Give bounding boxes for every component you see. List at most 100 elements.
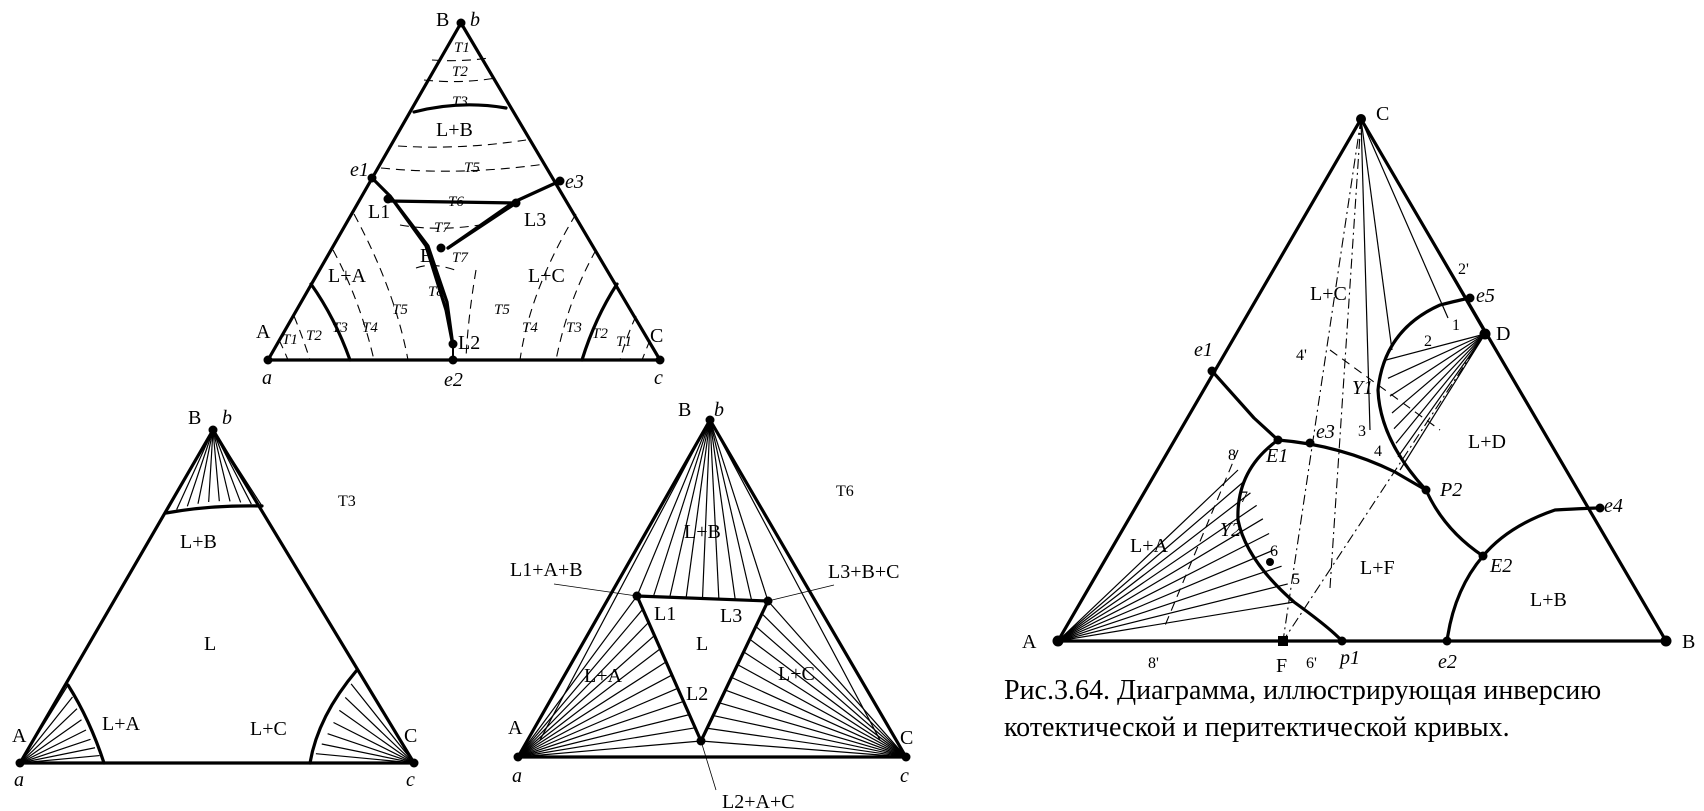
isotherm-T3-a <box>309 282 352 362</box>
top-L1-curve <box>388 194 455 348</box>
tag-T5-a: T5 <box>392 302 408 318</box>
right-num-8p: 8' <box>1148 655 1159 672</box>
isotherm-T5-a <box>353 213 409 361</box>
right-curve-E2-e4 <box>1481 506 1602 558</box>
t3-tieline-b-7 <box>212 429 231 502</box>
right-num-3: 3 <box>1358 423 1366 440</box>
right-point-6 <box>1266 558 1274 566</box>
tag-T1-b: T1 <box>454 40 470 56</box>
top-ternary-diagram: B b A a C c e1 e3 e2 L1 L3 L2 E L+B L+A … <box>256 9 665 391</box>
caption-line-2: котектической и перитектической кривых. <box>1004 712 1510 743</box>
isotherm-T2-c <box>619 315 637 361</box>
right-label-e4: e4 <box>1604 495 1623 517</box>
t6-tieline-c-5 <box>743 651 907 758</box>
right-tieline-a-3 <box>1057 492 1251 642</box>
t3-tieline-b-9 <box>212 429 252 505</box>
right-tieline-a-5 <box>1057 518 1264 642</box>
label-E: E <box>420 245 432 267</box>
right-tieline-d-4 <box>1391 333 1486 414</box>
t6-tieline-c-11 <box>707 727 907 758</box>
right-point-e3 <box>1305 438 1315 448</box>
right-tieline-a-7 <box>1057 548 1276 642</box>
label-L3: L3 <box>524 209 546 231</box>
right-curve-P2-E2 <box>1424 488 1485 558</box>
right-dashed-4 <box>1329 349 1441 431</box>
right-label-D: D <box>1496 323 1510 345</box>
right-point-e4 <box>1595 503 1605 513</box>
right-point-p1 <box>1337 636 1347 646</box>
t6-tieline-b-3 <box>669 419 711 598</box>
label-B: B <box>436 9 449 31</box>
t6-tieline-c-2 <box>761 613 907 758</box>
tag-T1-c: T1 <box>616 334 632 350</box>
t3-point-c <box>409 758 419 768</box>
t3-label-a: a <box>14 769 24 791</box>
t3-tieline-a-6 <box>19 738 91 764</box>
right-triangle-outline <box>1056 117 1668 643</box>
right-tieline-a-6 <box>1057 532 1270 642</box>
right-point-e1 <box>1207 366 1217 376</box>
label-A: A <box>256 321 271 343</box>
isotherm-T6-c <box>465 269 477 359</box>
t6-label-C: C <box>900 727 913 749</box>
t6-point-L1 <box>632 591 642 601</box>
right-label-p1: p1 <box>1338 647 1360 669</box>
t6-triangle-outline <box>516 418 908 759</box>
t6-label-b: b <box>714 399 724 421</box>
right-tieline-d-6 <box>1395 333 1486 444</box>
isotherm-T3-c <box>580 282 619 362</box>
t6-region-LB: L+B <box>684 521 721 543</box>
t3-triangle-outline <box>18 428 416 765</box>
t6-tieline-b-9 <box>709 419 769 602</box>
t6-tieline-c-9 <box>719 702 907 758</box>
right-point-e5 <box>1465 293 1475 303</box>
t3-tieline-a-3 <box>19 708 78 764</box>
top-L1-L3-tieline <box>386 199 518 205</box>
t3-tieline-c-3 <box>344 697 415 764</box>
t6-tieline-a-7 <box>517 674 673 758</box>
right-region-LD: L+D <box>1468 431 1506 453</box>
right-point-E1 <box>1273 435 1283 445</box>
t6-tieline-b-8 <box>709 419 753 601</box>
right-tieline-d-7 <box>1397 333 1486 458</box>
right-curve-P2-e5 <box>1376 296 1472 492</box>
right-tieline-d-3 <box>1389 333 1486 397</box>
right-num-4p: 4' <box>1296 347 1307 364</box>
right-region-LA: L+A <box>1130 535 1168 557</box>
t3-liquidus-a <box>66 683 106 765</box>
point-e2 <box>448 355 458 365</box>
label-a: a <box>262 367 272 389</box>
right-label-e2: e2 <box>1438 651 1457 673</box>
right-label-F: F <box>1276 655 1287 677</box>
figure-caption: Рис.3.64. Диаграмма, иллюстрирующая инве… <box>1004 672 1694 746</box>
isotherm-T5-c <box>519 213 577 361</box>
t6-tieline-b-4 <box>685 419 711 598</box>
tag-T2-b: T2 <box>452 64 468 80</box>
right-point-A <box>1052 635 1064 647</box>
right-tieline-a-9 <box>1057 583 1288 642</box>
t3-tieline-b-5 <box>208 429 214 503</box>
right-tieline-d-2 <box>1387 333 1486 379</box>
tag-T3-c: T3 <box>566 320 582 336</box>
tag-T2-c: T2 <box>592 326 608 342</box>
label-e1: e1 <box>350 159 369 181</box>
t6-tieline-c-3 <box>755 626 907 758</box>
right-C-F-dashdot <box>1282 118 1362 642</box>
tag-T8: T8 <box>428 284 444 300</box>
t3-tieline-a-1 <box>19 684 69 764</box>
t6-tielines-b <box>539 419 881 741</box>
t3-label-c: c <box>406 769 415 791</box>
t3-tieline-c-1 <box>356 669 415 764</box>
t6-tieline-c-8 <box>725 689 907 758</box>
isotherm-T1-c <box>641 339 651 361</box>
right-tieline-a-2 <box>1057 480 1245 642</box>
right-label-P2: P2 <box>1439 479 1462 501</box>
isotherm-T5-b <box>380 163 546 172</box>
right-tieline-d-1 <box>1385 333 1486 361</box>
right-point-P2 <box>1421 485 1431 495</box>
right-region-LB: L+B <box>1530 589 1567 611</box>
t3-ternary-diagram: B b A a C c T3 L+B L L+A L+C <box>12 407 419 791</box>
right-C-dashdot-2 <box>1329 118 1362 589</box>
right-label-C: C <box>1376 103 1389 125</box>
